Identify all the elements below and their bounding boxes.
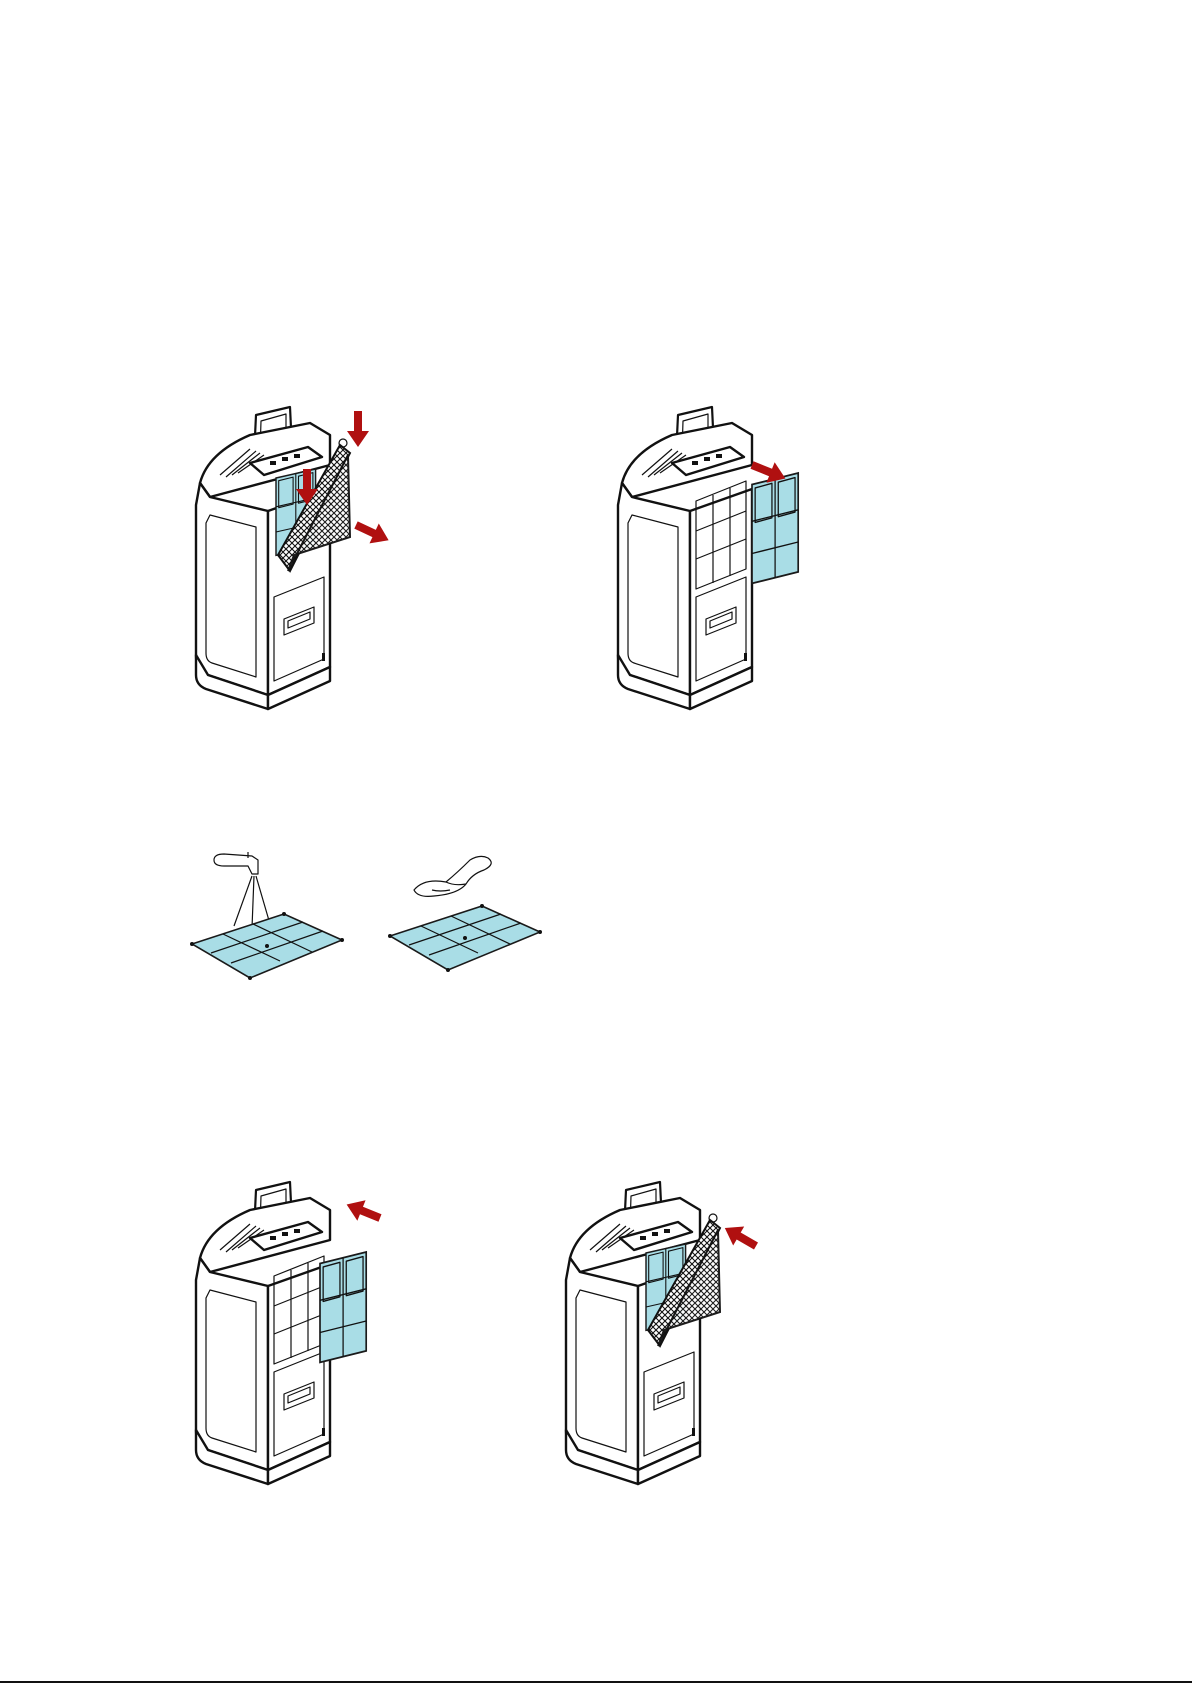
figure-clean-with-water <box>188 850 358 985</box>
cloth-wiping-filter-illustration <box>388 850 558 985</box>
down-arrow-icon <box>347 411 369 447</box>
figure-insert-pre-filter <box>190 1180 410 1500</box>
faucet-rinsing-filter-illustration <box>188 850 358 985</box>
out-arrow-icon <box>351 515 393 550</box>
purifier-grille-open-illustration <box>190 405 410 725</box>
figure-close-front-grille <box>560 1180 780 1500</box>
page-bottom-rule <box>0 1681 1192 1683</box>
in-arrow-icon <box>343 1194 385 1228</box>
purifier-grille-close-illustration <box>560 1180 780 1500</box>
figure-dry-with-cloth <box>388 850 558 985</box>
figure-remove-front-grille <box>190 405 410 725</box>
purifier-filter-pull-out-illustration <box>612 405 832 725</box>
figure-remove-pre-filter <box>612 405 832 725</box>
in-arrow-icon <box>719 1218 761 1255</box>
purifier-filter-push-in-illustration <box>190 1180 410 1500</box>
